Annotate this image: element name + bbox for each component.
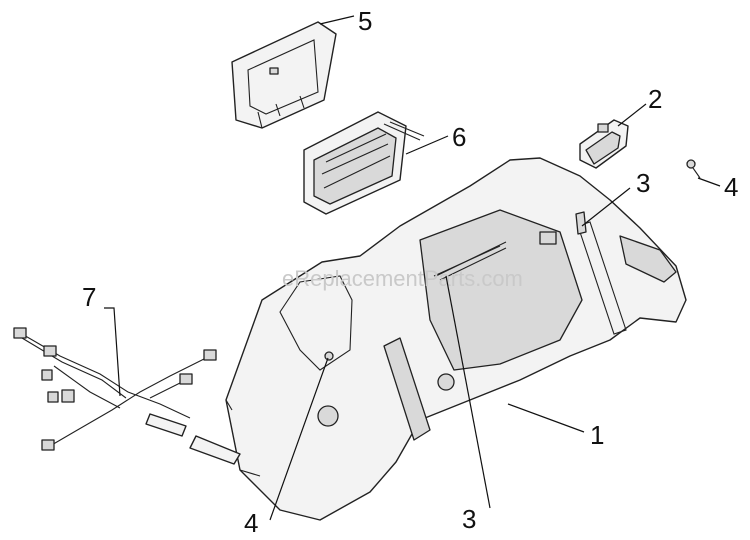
- leader-line-1: [507, 403, 585, 433]
- callout-7: 7: [82, 282, 96, 312]
- part-6-display-board: [303, 111, 425, 215]
- callout-3-top: 3: [636, 168, 650, 198]
- callout-3-bottom: 3: [462, 504, 476, 534]
- part-7-wiring-harness: [13, 327, 241, 465]
- part-4-screw-left: [324, 351, 334, 361]
- callout-4-right: 4: [724, 172, 738, 202]
- leader-line-5: [319, 15, 355, 25]
- callout-5: 5: [358, 6, 372, 36]
- callout-6: 6: [452, 122, 466, 152]
- leader-line-3-top: [581, 187, 631, 227]
- watermark-text: eReplacementParts.com: [282, 266, 523, 291]
- leader-line-2: [617, 103, 647, 127]
- part-1-console-housing: [225, 157, 687, 521]
- part-3-grip-insert: [433, 211, 587, 277]
- callout-1: 1: [590, 420, 604, 450]
- part-2-switch-module: [579, 119, 629, 169]
- callout-4-left: 4: [244, 508, 258, 538]
- leader-line-4-right: [697, 177, 721, 187]
- callout-2: 2: [648, 84, 662, 114]
- leader-line-7: [104, 307, 121, 397]
- leader-line-3-bottom: [445, 275, 491, 509]
- part-5-bezel-frame: [231, 21, 337, 129]
- leader-line-4-left: [269, 357, 329, 521]
- part-4-screw-right: [686, 159, 701, 179]
- leader-line-6: [405, 135, 449, 155]
